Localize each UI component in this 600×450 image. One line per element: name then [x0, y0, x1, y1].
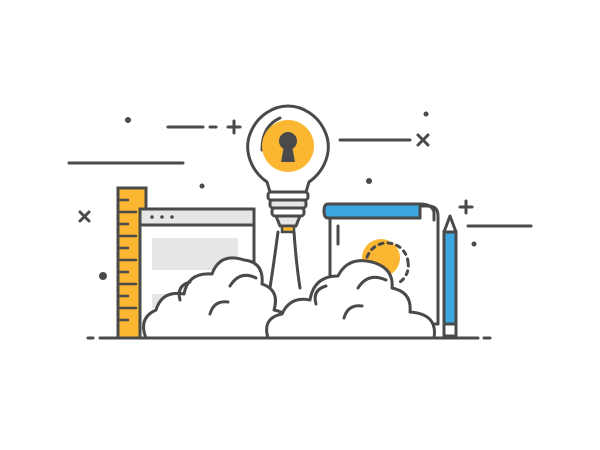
- keyhole-icon: [279, 132, 297, 162]
- dot-icon: [99, 272, 107, 280]
- dot-icon: [125, 117, 131, 123]
- dot-icon: [199, 183, 205, 189]
- lightbulb-base: [266, 190, 310, 234]
- dots: [99, 111, 477, 280]
- dot-icon: [423, 111, 429, 117]
- plus-icon: [226, 119, 242, 135]
- cloud-icon: [142, 256, 295, 340]
- plus-icon: [458, 199, 474, 215]
- cloud-icon: [265, 259, 436, 340]
- cross-icon: [416, 133, 430, 147]
- pencil-icon: [442, 214, 458, 338]
- exhaust-trail: [268, 230, 302, 290]
- dot-icon: [471, 241, 477, 247]
- lightbulb-icon: [246, 104, 330, 234]
- cross-icon: [78, 210, 91, 223]
- dot-icon: [366, 178, 372, 184]
